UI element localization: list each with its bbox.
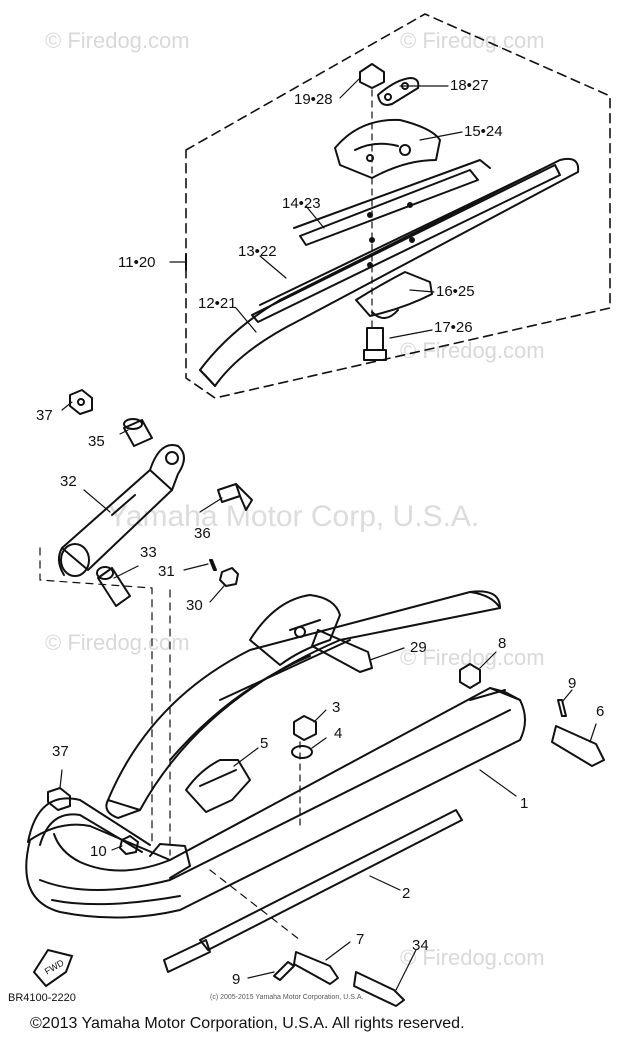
callout-18-27: 18•27 <box>450 77 489 94</box>
bracket-5 <box>185 759 251 813</box>
footer-copyright: ©2013 Yamaha Motor Corporation, U.S.A. A… <box>30 1015 465 1032</box>
callout-7: 7 <box>356 931 365 948</box>
callout-8: 8 <box>498 635 507 652</box>
callout-9-top: 9 <box>568 675 577 692</box>
nut-10 <box>119 835 139 855</box>
callout-17-26: 17•26 <box>434 319 473 336</box>
callout-32: 32 <box>60 473 77 490</box>
watermark-top-right: © Firedog.com <box>400 28 545 53</box>
callout-9-bottom: 9 <box>232 971 241 988</box>
inset-leaf-spring <box>199 157 580 387</box>
bolt-6 <box>551 725 605 767</box>
callout-30: 30 <box>186 597 203 614</box>
callout-10: 10 <box>90 843 107 860</box>
sleeve-35 <box>123 418 153 447</box>
ski-body <box>25 687 526 919</box>
bolt-31 <box>209 559 217 571</box>
callout-15-24: 15•24 <box>464 123 503 140</box>
callout-11-20: 11•20 <box>118 254 156 271</box>
callout-34: 34 <box>412 937 429 954</box>
callout-3: 3 <box>332 699 341 716</box>
inset-clamp <box>334 118 441 179</box>
bolt-34 <box>353 971 405 1007</box>
shock-absorber <box>58 444 185 577</box>
callout-2: 2 <box>402 885 411 902</box>
callout-35: 35 <box>88 433 105 450</box>
inset-bolt <box>363 327 387 361</box>
lower-clamp <box>249 594 341 666</box>
watermark-yamaha: Yamaha Motor Corp, U.S.A. <box>108 500 480 533</box>
washer-4 <box>291 745 313 759</box>
watermark-lower-left: © Firedog.com <box>45 630 190 655</box>
callout-31: 31 <box>158 563 175 580</box>
sleeve-33 <box>96 566 131 607</box>
watermark-top-left: © Firedog.com <box>45 28 190 53</box>
nut-8 <box>459 663 481 689</box>
main-leaf-spring <box>105 590 501 819</box>
bolt-29 <box>311 629 373 673</box>
inset-dashed-box <box>185 13 611 399</box>
pin-9-top <box>557 699 567 717</box>
ski-loop <box>27 797 151 853</box>
rod-2 <box>163 809 463 973</box>
callout-33: 33 <box>140 544 157 561</box>
small-copyright: (c) 2005-2015 Yamaha Motor Corporation, … <box>210 994 364 1001</box>
callout-6: 6 <box>596 703 605 720</box>
inset-nut-and-plate <box>359 63 420 106</box>
callout-19-28: 19•28 <box>294 91 333 108</box>
watermark-mid-right: © Firedog.com <box>400 338 545 363</box>
callout-12-21: 12•21 <box>198 295 237 312</box>
nut-3 <box>293 715 317 741</box>
pin-9-bottom <box>273 961 295 981</box>
nut-30 <box>219 567 239 587</box>
callout-4: 4 <box>334 725 343 742</box>
nut-37-top <box>69 389 93 415</box>
callout-14-23: 14•23 <box>282 195 321 212</box>
bolt-7 <box>293 951 339 985</box>
bolt-36 <box>217 483 253 511</box>
inset-lower-bracket <box>355 271 433 319</box>
fwd-arrow <box>32 948 74 988</box>
callout-37-bottom: 37 <box>52 743 69 760</box>
diagram-code: BR4100-2220 <box>8 992 76 1004</box>
callout-1: 1 <box>520 795 529 812</box>
callout-37-top: 37 <box>36 407 53 424</box>
callout-29: 29 <box>410 639 427 656</box>
callout-16-25: 16•25 <box>436 283 475 300</box>
watermark-bottom-right: © Firedog.com <box>400 945 545 970</box>
callout-36: 36 <box>194 525 211 542</box>
callout-5: 5 <box>260 735 269 752</box>
callout-13-22: 13•22 <box>238 243 277 260</box>
